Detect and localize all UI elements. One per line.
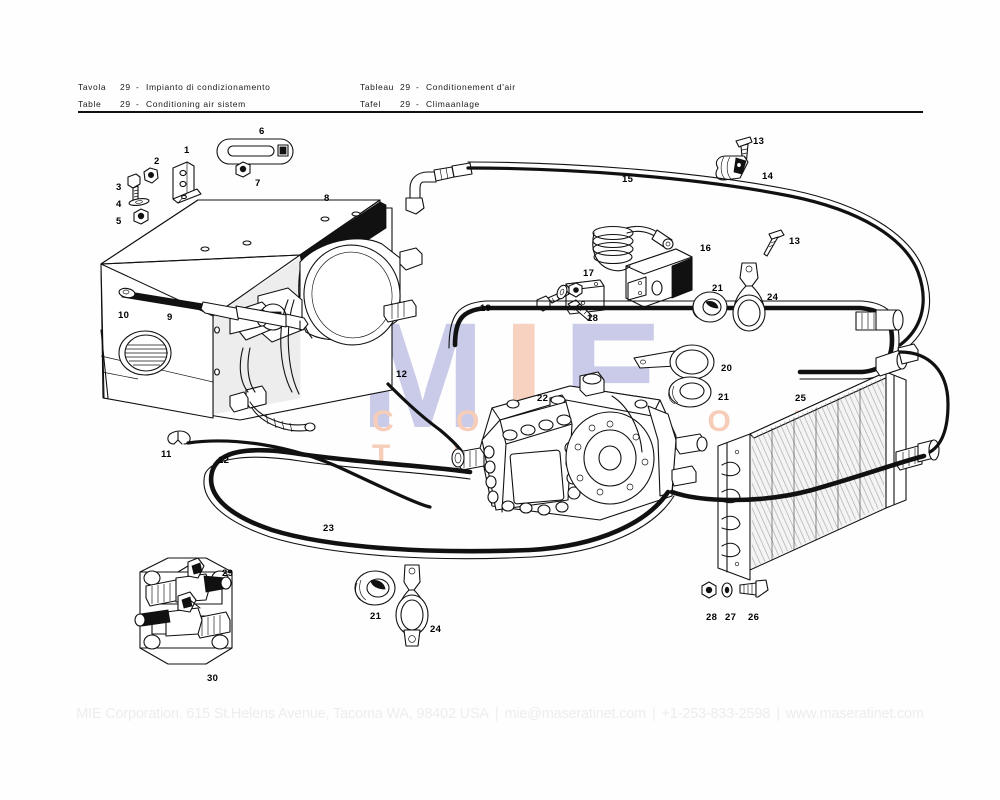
footer-sep-1: | — [494, 706, 499, 722]
footer-sep-2: | — [651, 706, 656, 722]
header-dash-fr: - — [416, 82, 420, 92]
footer-company: MIE Corporation. 615 St.Helens Avenue, T… — [76, 706, 489, 722]
header-rule — [78, 111, 923, 113]
part-nut-2 — [143, 167, 159, 184]
callout-evaporator-unit: 8 — [324, 193, 330, 204]
part-washer-27 — [721, 582, 733, 598]
header-title-fr: Conditionement d'air — [426, 82, 516, 92]
callout-hose-clip: 11 — [161, 449, 172, 460]
footer-email: mie@maseratinet.com — [504, 706, 646, 722]
callout-bolt: 26 — [748, 612, 760, 623]
callout-clamp-strap: 24 — [767, 292, 779, 303]
header-title-en: Conditioning air sistem — [146, 99, 246, 109]
part-nut-28 — [701, 581, 717, 599]
header-lang-fr: Tableau — [360, 82, 394, 92]
part-discharge-hose-23 — [203, 447, 675, 560]
callout-grommet: 21 — [712, 283, 724, 294]
part-refrigerant-line-15 — [405, 161, 931, 351]
part-washer-4-mid — [556, 284, 568, 300]
callout-discharge-hose: 23 — [323, 523, 335, 534]
callout-washer: 4 — [116, 199, 122, 210]
footer-sep-3: | — [776, 706, 780, 722]
header-title-de: Climaanlage — [426, 99, 480, 109]
footer-phone: +1-253-833-2598 — [661, 706, 771, 722]
callout-refrigerant-line: 15 — [622, 174, 634, 185]
part-retaining-strap-20 — [633, 344, 715, 380]
callout-nut: 7 — [255, 178, 261, 189]
callout-service-valve-high: 29 — [222, 568, 234, 579]
hose-condenser-feed — [669, 350, 950, 503]
part-grommet-21-c — [354, 570, 396, 606]
part-nut-7 — [235, 161, 251, 178]
callout-compressor: 22 — [537, 393, 549, 404]
part-bracket-1 — [172, 161, 202, 204]
callout-end-cap: 10 — [118, 310, 130, 321]
callout-condenser: 25 — [795, 393, 807, 404]
header-lang-de: Tafel — [360, 99, 381, 109]
callout-suction-hose: 19 — [480, 303, 492, 314]
footer-website: www.maseratinet.com — [785, 706, 924, 722]
callout-bracket-plate: 17 — [583, 268, 595, 279]
part-locknut-5 — [133, 208, 149, 225]
callout-service-valve-low: 30 — [207, 673, 219, 684]
part-service-valve-assembly — [134, 557, 233, 665]
part-clamp-strap-24-a — [732, 262, 766, 332]
part-bolt-26 — [739, 579, 769, 598]
header-num-en: 29 — [120, 99, 131, 109]
callout-bolt: 3 — [116, 182, 122, 193]
header-dash-de: - — [416, 99, 420, 109]
header-title-it: Impianto di condizionamento — [146, 82, 271, 92]
part-cable-clamp-14 — [715, 155, 749, 181]
part-compressor-22 — [451, 371, 708, 521]
header-dash-it: - — [136, 82, 140, 92]
part-drain-hose-12 — [186, 382, 466, 509]
part-washer-4 — [128, 197, 150, 207]
callout-switch-panel: 6 — [259, 126, 265, 137]
header-lang-en: Table — [78, 99, 102, 109]
header-num-it: 29 — [120, 82, 131, 92]
callout-retaining-strap: 20 — [721, 363, 733, 374]
callout-grommet: 21 — [718, 392, 730, 403]
callout-screw: 18 — [587, 313, 599, 324]
page-footer: MIE Corporation. 615 St.Helens Avenue, T… — [0, 706, 1000, 722]
callout-nut: 2 — [154, 156, 160, 167]
part-grommet-21-b — [668, 376, 712, 408]
part-screw-13-mid — [763, 229, 785, 257]
callout-mounting-bracket: 1 — [184, 145, 190, 156]
callout-screw: 13 — [753, 136, 765, 147]
callout-grommet: 21 — [370, 611, 382, 622]
callout-nut: 28 — [706, 612, 718, 623]
part-trim-strip-9 — [121, 290, 309, 331]
part-end-cap-10 — [118, 287, 136, 299]
part-switch-panel-6 — [216, 138, 294, 165]
part-hose-clip-11 — [167, 430, 191, 445]
part-clamp-strap-24-b — [395, 564, 429, 647]
callout-cable-clamp: 14 — [762, 171, 774, 182]
part-condenser-25 — [717, 343, 940, 581]
part-service-valve-high-29 — [145, 557, 232, 607]
callout-thermostat: 16 — [700, 243, 712, 254]
header-lang-it: Tavola — [78, 82, 107, 92]
callout-trim-strip: 9 — [167, 312, 173, 323]
part-thermostat-16 — [592, 225, 693, 308]
callout-washer: 27 — [725, 612, 737, 623]
header-num-fr: 29 — [400, 82, 411, 92]
callout-drain-hose-upper: 12 — [396, 369, 408, 380]
callout-screw: 13 — [789, 236, 801, 247]
callout-drain-hose: 12 — [218, 455, 230, 466]
callout-lock-nut: 5 — [116, 216, 122, 227]
part-locknut-5-mid — [568, 282, 583, 298]
callout-clamp-strap: 24 — [430, 624, 442, 635]
part-service-valve-low-30 — [134, 591, 231, 639]
part-grommet-21-a — [692, 291, 728, 323]
plate-header: Tavola 29 - Impianto di condizionamento … — [78, 80, 923, 112]
header-num-de: 29 — [400, 99, 411, 109]
header-dash-en: - — [136, 99, 140, 109]
